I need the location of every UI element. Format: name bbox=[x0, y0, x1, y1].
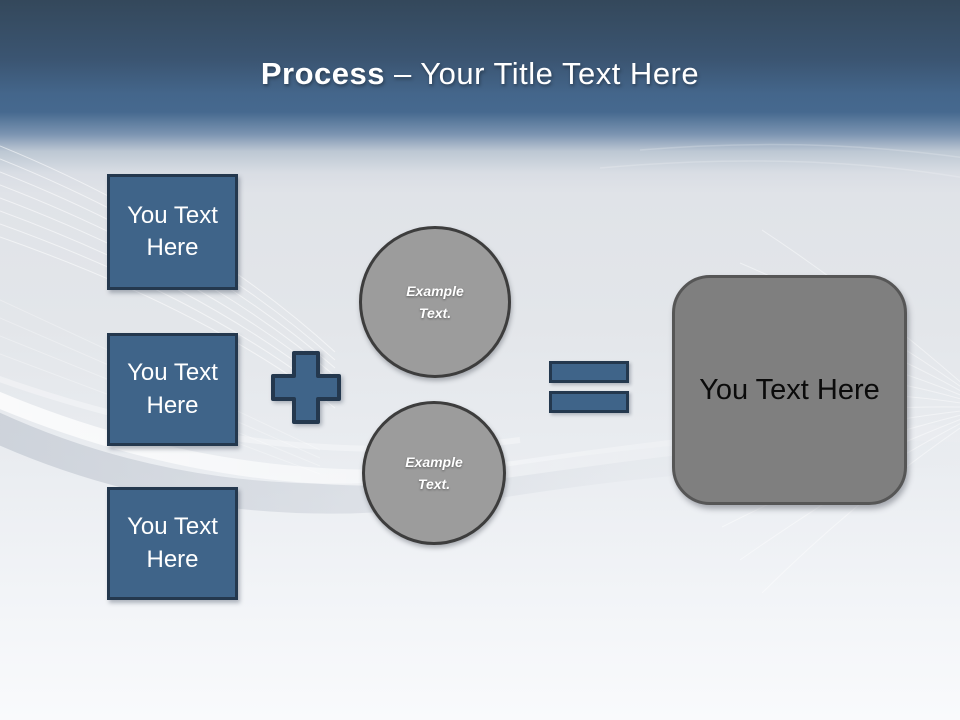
input-box-2-label: You Text Here bbox=[127, 359, 218, 419]
slide-title-subtitle: – Your Title Text Here bbox=[394, 56, 700, 91]
equals-icon bbox=[549, 361, 629, 383]
slide-title-keyword: Process bbox=[260, 56, 386, 91]
plus-icon bbox=[271, 351, 341, 424]
result-box: You Text Here bbox=[672, 275, 907, 505]
example-circle-1: Example Text. bbox=[359, 226, 511, 378]
example-circle-2: Example Text. bbox=[362, 401, 506, 545]
result-box-label: You Text Here bbox=[699, 373, 880, 406]
equals-icon bbox=[549, 391, 629, 413]
input-box-3: You Text Here bbox=[107, 487, 238, 600]
example-circle-2-label: Example Text. bbox=[405, 453, 463, 492]
slide-title: Process– Your Title Text Here bbox=[0, 55, 960, 92]
input-box-1: You Text Here bbox=[107, 174, 238, 290]
input-box-1-label: You Text Here bbox=[127, 201, 218, 261]
example-circle-1-label: Example Text. bbox=[406, 282, 464, 321]
input-box-2: You Text Here bbox=[107, 333, 238, 446]
input-box-3-label: You Text Here bbox=[127, 513, 218, 573]
